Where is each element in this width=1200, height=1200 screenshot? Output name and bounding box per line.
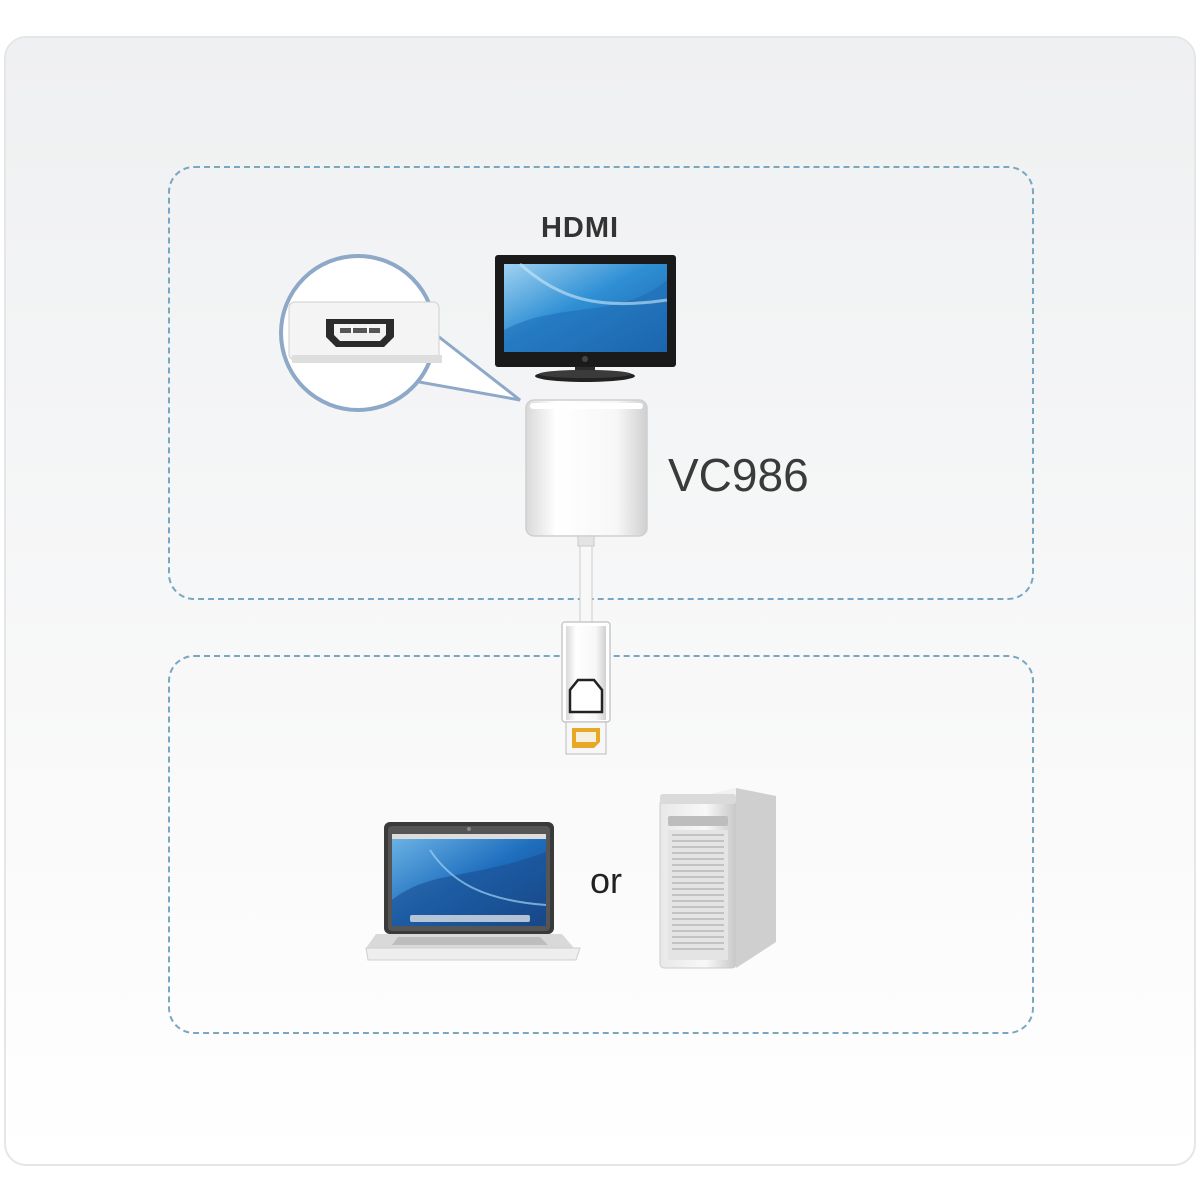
displayport-plug-icon <box>561 621 611 755</box>
separator-label: or <box>590 860 623 901</box>
diagram-panel <box>4 36 1196 1166</box>
display-type-label: HDMI <box>540 212 620 244</box>
adapter-icon <box>525 399 648 625</box>
adapter-model-label: VC986 <box>668 449 809 501</box>
hdmi-port-icon <box>279 254 521 412</box>
laptop-icon <box>365 822 581 961</box>
desktop-tower-icon <box>659 788 776 969</box>
monitor-icon <box>495 255 676 382</box>
display-zone <box>168 166 1034 600</box>
